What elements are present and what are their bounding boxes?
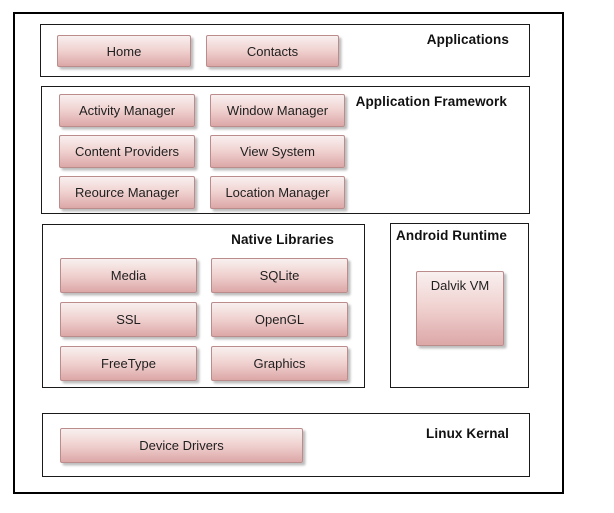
application-framework-section-title: Application Framework xyxy=(355,94,507,109)
device-drivers-button[interactable]: Device Drivers xyxy=(60,428,303,463)
dalvik-vm-button[interactable]: Dalvik VM xyxy=(416,271,504,346)
linux-kernel-section-title: Linux Kernal xyxy=(426,426,509,441)
freetype-button[interactable]: FreeType xyxy=(60,346,197,381)
opengl-button[interactable]: OpenGL xyxy=(211,302,348,337)
graphics-button[interactable]: Graphics xyxy=(211,346,348,381)
contacts-button[interactable]: Contacts xyxy=(206,35,339,67)
diagram-outer-border xyxy=(13,12,564,494)
resource-manager-button[interactable]: Reource Manager xyxy=(59,176,195,209)
native-libraries-section: Native Libraries Media SQLite SSL OpenGL… xyxy=(42,224,365,388)
activity-manager-button[interactable]: Activity Manager xyxy=(59,94,195,127)
sqlite-button[interactable]: SQLite xyxy=(211,258,348,293)
applications-section: Applications Home Contacts xyxy=(40,24,530,77)
media-button[interactable]: Media xyxy=(60,258,197,293)
android-runtime-section-title: Android Runtime xyxy=(396,228,507,243)
application-framework-section: Application Framework Activity Manager W… xyxy=(41,86,530,214)
content-providers-button[interactable]: Content Providers xyxy=(59,135,195,168)
home-button[interactable]: Home xyxy=(57,35,191,67)
view-system-button[interactable]: View System xyxy=(210,135,345,168)
linux-kernel-section: Linux Kernal Device Drivers xyxy=(42,413,530,477)
ssl-button[interactable]: SSL xyxy=(60,302,197,337)
applications-section-title: Applications xyxy=(426,32,509,47)
native-libraries-section-title: Native Libraries xyxy=(231,232,334,247)
location-manager-button[interactable]: Location Manager xyxy=(210,176,345,209)
window-manager-button[interactable]: Window Manager xyxy=(210,94,345,127)
android-runtime-section: Android Runtime Dalvik VM xyxy=(390,223,529,388)
